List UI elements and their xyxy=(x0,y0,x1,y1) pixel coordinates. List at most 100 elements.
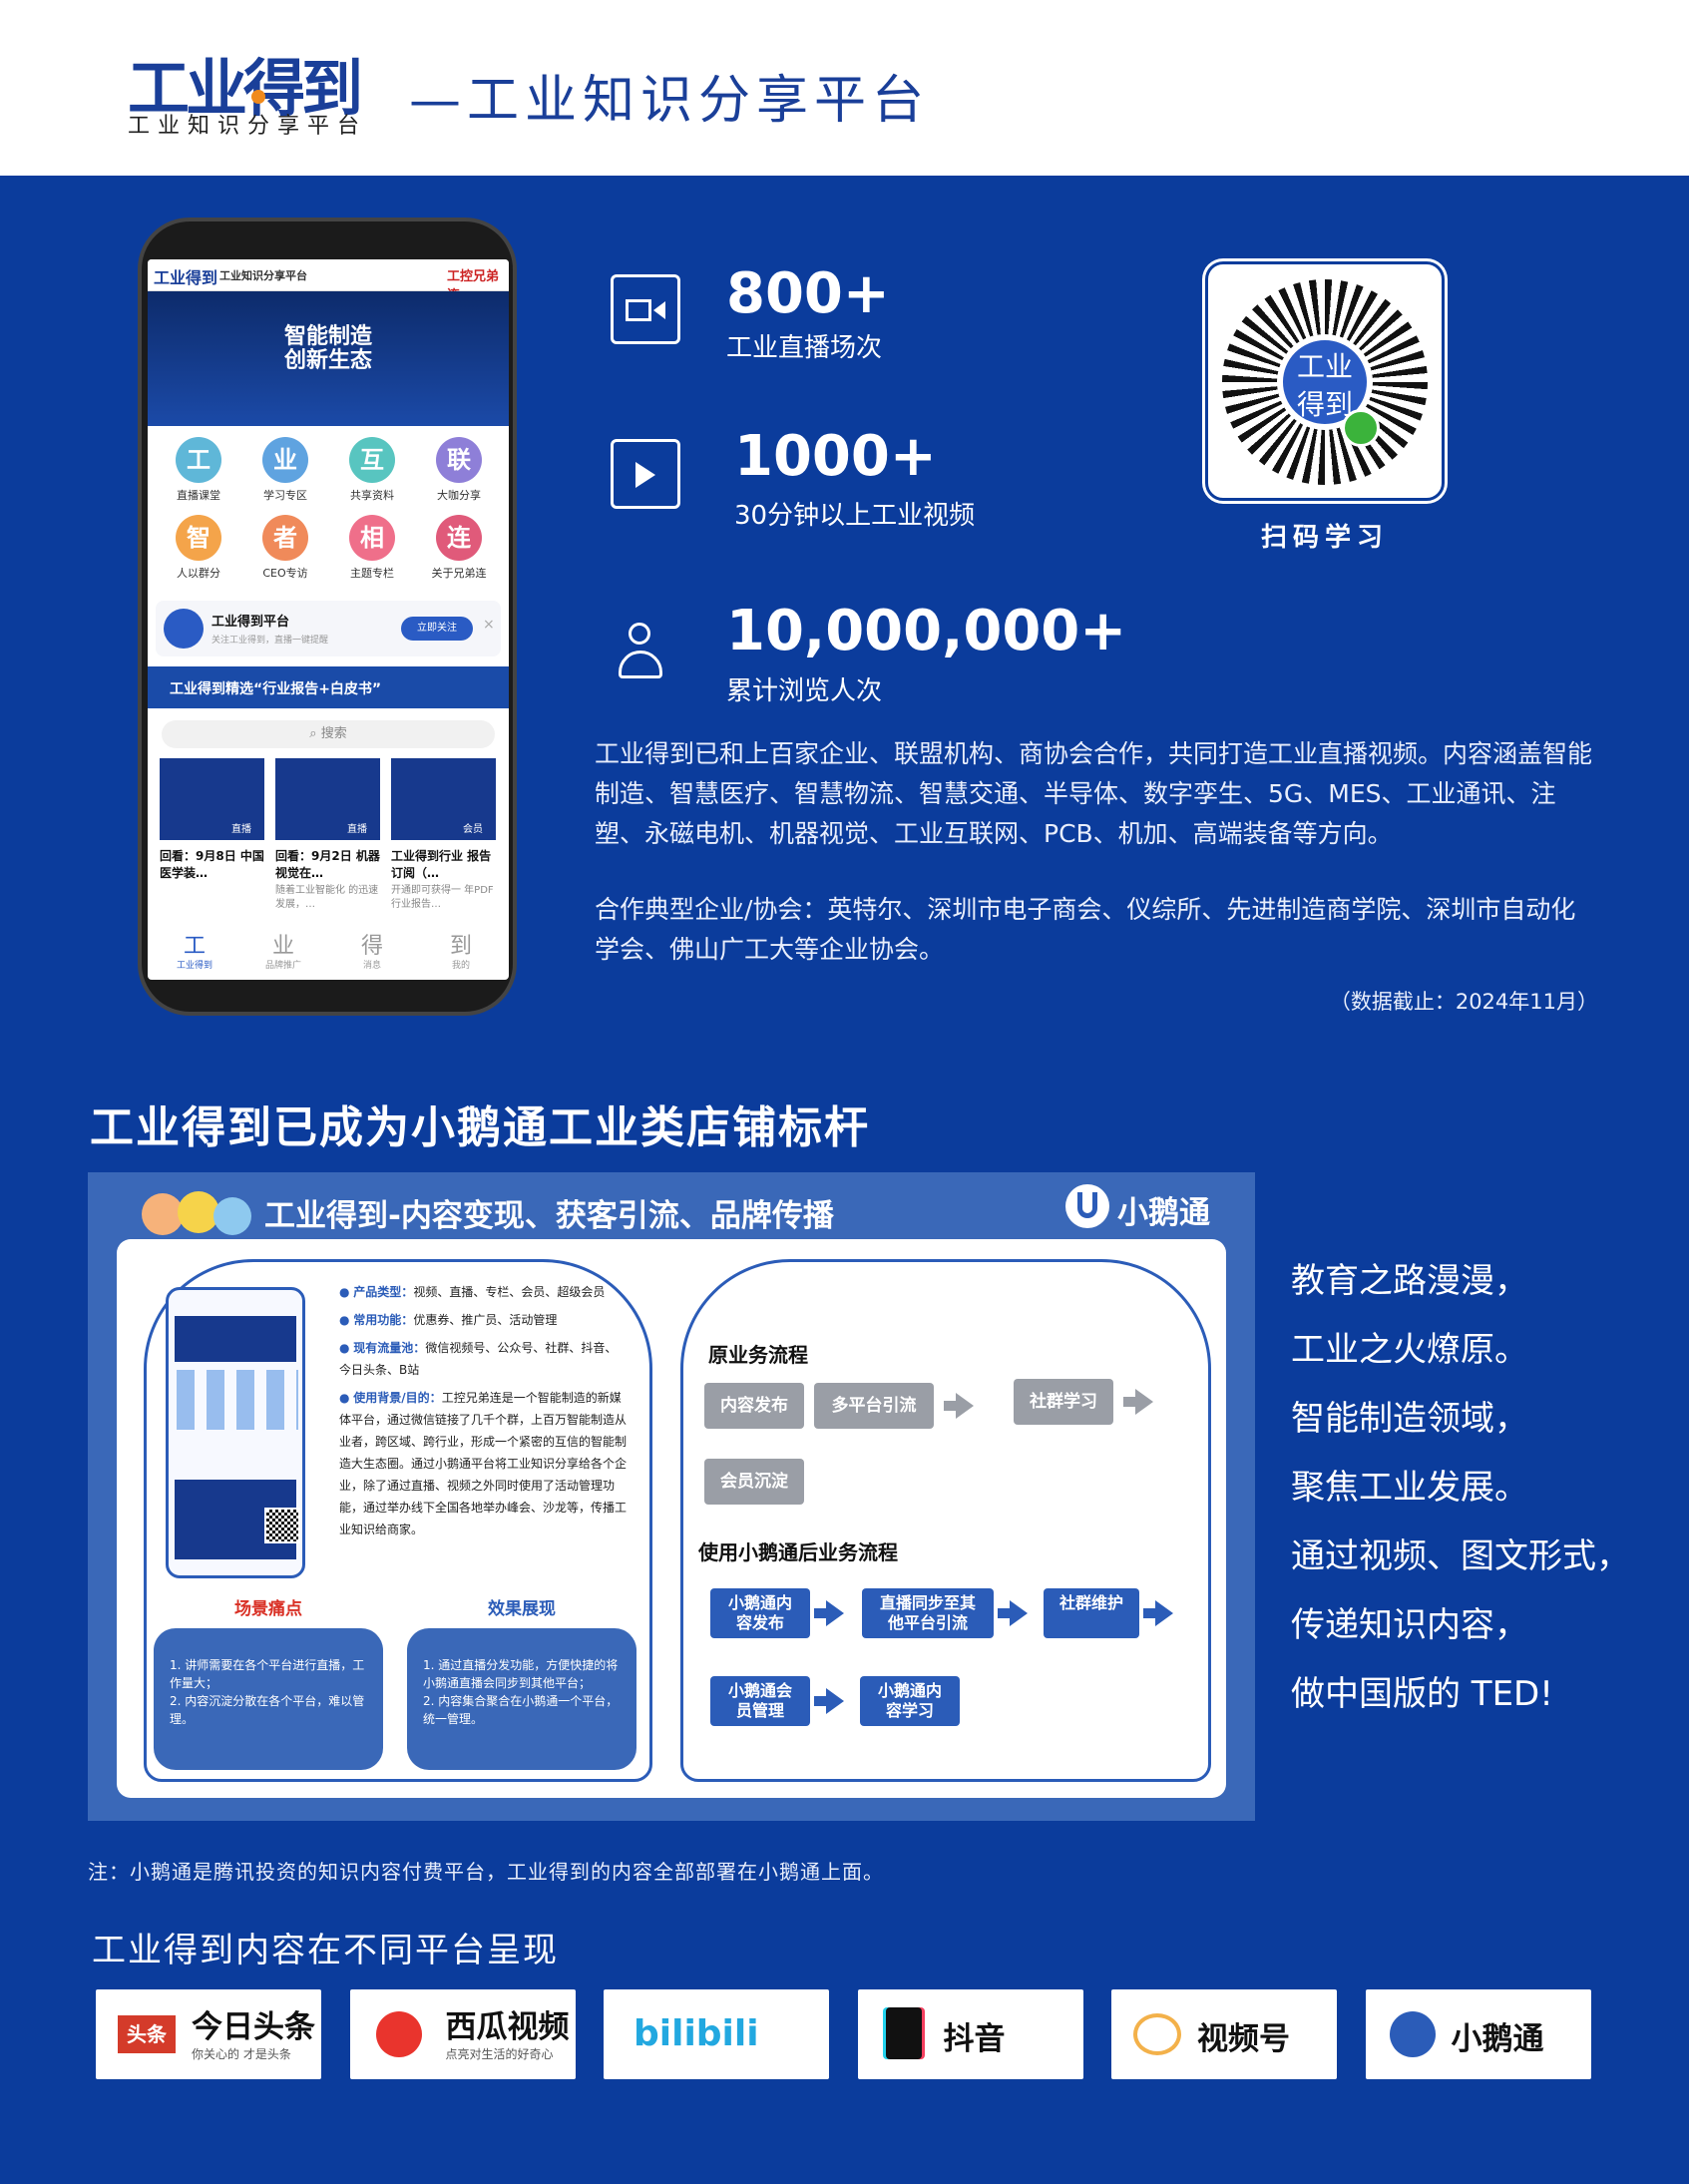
follow-subtitle: 关注工业得到，直播一键提醒 xyxy=(211,636,329,646)
new-flow-title: 使用小鹅通后业务流程 xyxy=(698,1540,898,1564)
follow-title: 工业得到平台 xyxy=(211,615,290,630)
card-badge: 直播 xyxy=(347,824,367,835)
nav-grid-label: 直播课堂 xyxy=(177,489,220,502)
content-card[interactable]: 直播回看：9月8日 中国医学装… xyxy=(160,758,269,928)
content-card[interactable]: 会员工业得到行业 报告订阅（…开通即可获得一 年PDF行业报告… xyxy=(391,758,501,928)
tab-icon[interactable]: 得 xyxy=(360,934,383,959)
pain-title: 场景痛点 xyxy=(234,1599,302,1619)
logo-subtitle: 工业知识分享平台 xyxy=(128,114,368,139)
stat-label: 累计浏览人次 xyxy=(726,676,883,706)
tab-label[interactable]: 我的 xyxy=(451,961,470,971)
content-card[interactable]: 直播回看：9月2日 机器视觉在… 随着工业智能化 的迅速发展，… xyxy=(275,758,385,928)
case-bullet: ● 使用背景/目的：工控兄弟连是一个智能制造的新媒体平台，通过微信链接了几千个群… xyxy=(339,1391,628,1536)
stat-label: 工业直播场次 xyxy=(726,333,883,363)
platform-name: 西瓜视频 xyxy=(445,2009,570,2045)
tab-label[interactable]: 消息 xyxy=(362,961,381,971)
avatar xyxy=(164,609,204,649)
poem-line: 智能制造领域， xyxy=(1291,1399,1528,1439)
platform-logo-西瓜视频[interactable]: 西瓜视频点亮对生活的好奇心 xyxy=(349,1989,576,2079)
card-subtitle: 随着工业智能化 的迅速发展，… xyxy=(275,885,379,910)
arrow-right-icon xyxy=(1010,1600,1028,1626)
old-flow-step: 社群学习 xyxy=(1014,1379,1113,1425)
card-title: 工业得到行业 报告订阅（… xyxy=(391,849,492,880)
old-flow-step: 多平台引流 xyxy=(814,1383,934,1429)
bullet-key: 现有流量池： xyxy=(353,1341,426,1355)
close-icon[interactable]: × xyxy=(483,617,495,633)
data-note: （数据截止：2024年11月） xyxy=(1329,990,1598,1014)
nav-grid-icon[interactable]: 互 xyxy=(349,437,395,483)
search-placeholder: 搜索 xyxy=(320,726,347,741)
xiaoe-logo-icon xyxy=(1065,1184,1109,1228)
platform-name: 今日头条 xyxy=(192,2009,315,2045)
case-bullets: ● 产品类型：视频、直播、专栏、会员、超级会员● 常用功能：优惠券、推广员、活动… xyxy=(339,1281,629,1546)
arrow-right-icon xyxy=(998,1608,1010,1618)
stat-label: 30分钟以上工业视频 xyxy=(734,501,976,531)
nav-grid-icon[interactable]: 相 xyxy=(349,515,395,561)
arrow-right-icon xyxy=(826,1688,844,1714)
platform-logo-bilibili[interactable]: bilibili xyxy=(604,1989,829,2079)
tab-icon[interactable]: 工 xyxy=(183,934,206,959)
arrow-right-icon xyxy=(814,1696,826,1706)
effect-title: 效果展现 xyxy=(488,1599,556,1619)
arrow-right-icon xyxy=(956,1393,974,1419)
nav-grid-label: 关于兄弟连 xyxy=(431,567,487,580)
card-title: 回看：9月2日 机器视觉在… xyxy=(275,849,380,880)
platform-icon xyxy=(375,2011,422,2057)
card-subtitle: 开通即可获得一 年PDF行业报告… xyxy=(391,885,494,910)
arrow-right-icon xyxy=(1135,1389,1153,1415)
platform-logo-抖音[interactable]: 抖音 xyxy=(857,1989,1083,2079)
mini-phone-screenshot xyxy=(166,1287,305,1578)
card-thumbnail xyxy=(391,758,496,840)
miniprogram-icon xyxy=(1342,409,1380,447)
platform-slogan: 点亮对生活的好奇心 xyxy=(445,2047,554,2061)
pain-points: 1. 讲师需要在各个平台进行直播，工作量大； 2. 内容沉淀分散在各个平台，难以… xyxy=(154,1628,383,1770)
tab-label[interactable]: 工业得到 xyxy=(176,961,212,971)
nav-grid-icon[interactable]: 工 xyxy=(176,437,221,483)
nav-grid-icon[interactable]: 连 xyxy=(436,515,482,561)
new-flow-step: 小鹅通会 员管理 xyxy=(710,1676,810,1726)
case-bullet: ● 常用功能：优惠券、推广员、活动管理 xyxy=(339,1313,558,1327)
header xyxy=(0,0,1689,176)
logo: 工业得到 xyxy=(128,52,363,125)
case-right-card xyxy=(680,1259,1211,1782)
qr-label: 扫码学习 xyxy=(1260,523,1389,553)
platform-logo-视频号[interactable]: 视频号 xyxy=(1111,1989,1337,2079)
nav-grid-icon[interactable]: 联 xyxy=(436,437,482,483)
platform-name: 小鹅通 xyxy=(1451,2021,1544,2057)
search-icon: ⌕ xyxy=(309,726,321,741)
search-input[interactable]: ⌕ 搜索 xyxy=(162,720,495,748)
new-flow-step: 小鹅通内 容学习 xyxy=(860,1676,960,1726)
case-left-card xyxy=(144,1259,652,1782)
bullet-value: 视频、直播、专栏、会员、超级会员 xyxy=(413,1285,606,1299)
platform-logo-小鹅通[interactable]: 小鹅通 xyxy=(1365,1989,1591,2079)
platform-name: 视频号 xyxy=(1197,2021,1290,2057)
card-thumbnail xyxy=(160,758,264,840)
nav-grid-label: 学习专区 xyxy=(263,489,307,502)
app-hero-banner[interactable] xyxy=(148,291,509,426)
bullet-key: 产品类型： xyxy=(353,1285,414,1299)
stat-value: 1000+ xyxy=(734,424,937,489)
tab-icon[interactable]: 业 xyxy=(271,934,294,959)
platform-logo-今日头条[interactable]: 头条今日头条你关心的 才是头条 xyxy=(96,1989,321,2079)
platform-name: 抖音 xyxy=(943,2021,1006,2057)
tab-label[interactable]: 品牌推广 xyxy=(264,961,301,971)
report-banner[interactable]: 工业得到精选“行业报告+白皮书” xyxy=(148,666,509,708)
nav-grid-label: CEO专访 xyxy=(262,567,308,580)
nav-grid-icon[interactable]: 业 xyxy=(262,437,308,483)
follow-button[interactable]: 立即关注 xyxy=(401,617,473,641)
bullet-key: 常用功能： xyxy=(353,1313,414,1327)
nav-grid-icon[interactable]: 智 xyxy=(176,515,221,561)
page-title: —工业知识分享平台 xyxy=(409,71,931,131)
report-banner-text: 工业得到精选“行业报告+白皮书” xyxy=(170,681,382,697)
nav-grid-icon[interactable]: 者 xyxy=(262,515,308,561)
new-flow-step: 直播同步至其 他平台引流 xyxy=(862,1588,994,1638)
app-logo: 工业得到 xyxy=(154,268,218,287)
poem-line: 聚焦工业发展。 xyxy=(1291,1468,1528,1508)
logo-dot-icon xyxy=(251,90,265,104)
app-hero-title: 智能制造 创新生态 xyxy=(283,324,372,373)
nav-grid-label: 人以群分 xyxy=(177,567,220,580)
xiaoe-brand: 小鹅通 xyxy=(1117,1195,1210,1231)
platform-name: bilibili xyxy=(633,2013,759,2054)
tab-icon[interactable]: 到 xyxy=(449,934,472,959)
case-bullet: ● 现有流量池：微信视频号、公众号、社群、抖音、今日头条、B站 xyxy=(339,1341,618,1377)
